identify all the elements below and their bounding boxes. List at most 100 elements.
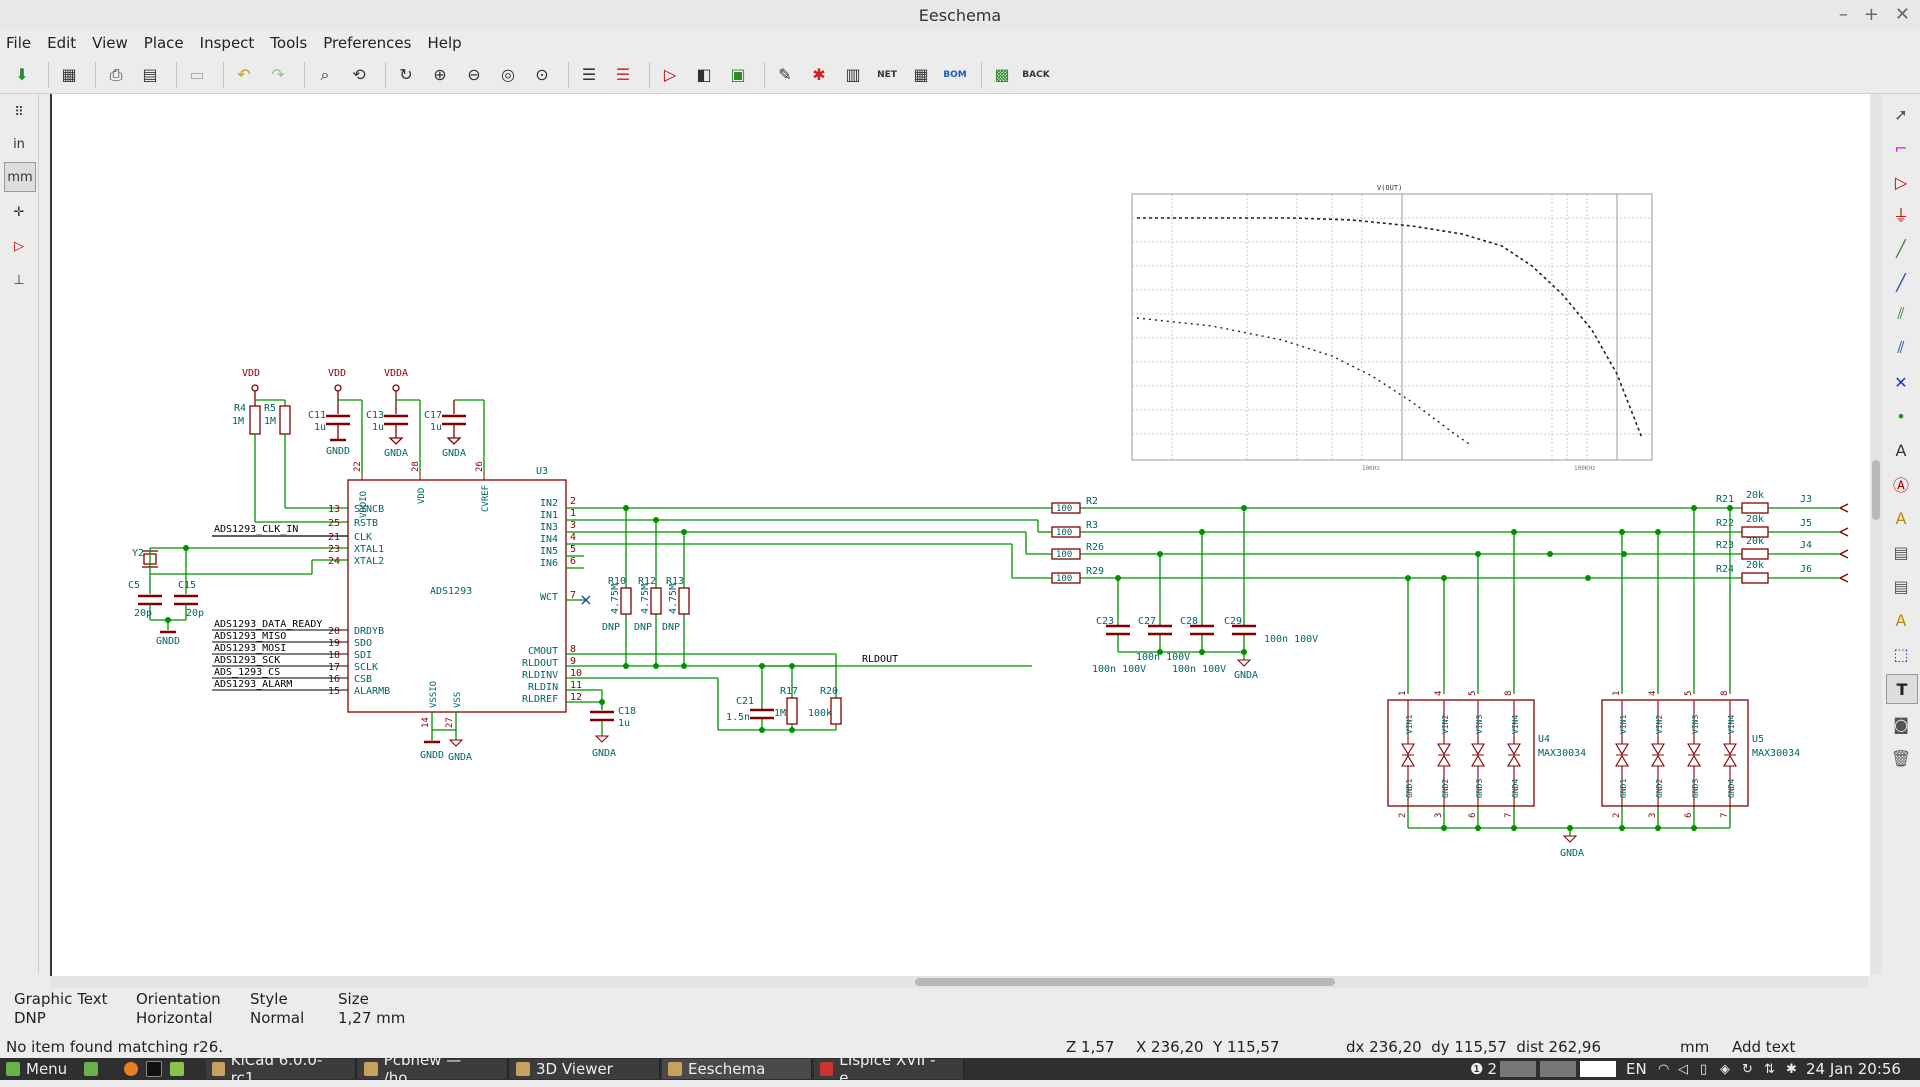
hidden-pins-icon[interactable]: ▷ xyxy=(14,238,24,254)
zoom-area-icon[interactable]: ⊙ xyxy=(535,65,549,84)
start-menu-button[interactable]: Menu xyxy=(0,1059,73,1079)
add-bus-entry-icon[interactable]: ⫽ xyxy=(1897,338,1905,357)
u3-pin-num: 2 xyxy=(570,496,576,507)
workspace-1[interactable] xyxy=(1500,1061,1536,1077)
grid-icon[interactable]: ⠿ xyxy=(14,104,24,120)
files-icon[interactable] xyxy=(164,1059,196,1079)
clock[interactable]: 24 Jan 20:56 xyxy=(1806,1060,1901,1078)
add-symbol-icon[interactable]: ▷ xyxy=(1894,172,1908,192)
firefox-icon[interactable] xyxy=(118,1059,150,1079)
add-sheet-pin-icon[interactable]: A xyxy=(1895,610,1907,630)
find-replace-icon[interactable]: ⟲ xyxy=(352,65,366,84)
taskbar-window-ltspice[interactable]: LTspice XVII - e... xyxy=(814,1051,964,1087)
add-wire-icon[interactable]: ╱ xyxy=(1896,238,1906,258)
vertical-scrollbar[interactable] xyxy=(1870,94,1882,974)
zoom-in-icon[interactable]: ⊕ xyxy=(433,65,447,84)
add-wire-entry-icon[interactable]: ⫽ xyxy=(1897,304,1905,323)
fields-editor-icon[interactable]: ▦ xyxy=(913,65,929,84)
menu-help[interactable]: Help xyxy=(427,34,462,52)
footprint-editor-icon[interactable]: ▣ xyxy=(730,65,746,84)
add-junction-icon[interactable]: • xyxy=(1896,406,1906,426)
highlight-net-icon[interactable]: ⌐ xyxy=(1894,138,1908,158)
terminal-icon[interactable] xyxy=(140,1059,174,1079)
taskbar-window-3d-viewer[interactable]: 3D Viewer xyxy=(510,1059,660,1079)
print-icon[interactable]: ⎙ xyxy=(109,64,123,84)
units-inch-button[interactable]: in xyxy=(13,136,25,152)
bleed-resistors: R10 R12 R13 4.75M 4.75M 4.75M DNP DNP DN… xyxy=(566,505,1032,730)
back-annotate-icon[interactable]: BACK xyxy=(1022,69,1050,80)
add-power-icon[interactable]: ⏚ xyxy=(1892,206,1909,225)
taskbar-window-eeschema[interactable]: Eeschema xyxy=(662,1059,812,1079)
assign-footprints-icon[interactable]: ▥ xyxy=(845,65,861,84)
net-label: ADS1293_MOSI xyxy=(214,643,286,654)
erc-icon[interactable]: ✱ xyxy=(812,65,826,84)
menu-file[interactable]: File xyxy=(6,34,32,52)
horizontal-scrollbar[interactable] xyxy=(50,976,1868,988)
schematic-canvas[interactable]: V(OUT) 10KHz 100KHz VDD R4 1M R5 1M VDD xyxy=(50,94,1870,976)
redo-icon[interactable]: ↷ xyxy=(271,65,285,84)
workspace-2[interactable] xyxy=(1540,1061,1576,1077)
schematic-setup-icon[interactable]: ▦ xyxy=(61,65,77,84)
keyboard-layout[interactable]: EN xyxy=(1626,1060,1647,1078)
cursor-crosshair-icon[interactable]: ✛ xyxy=(13,204,25,220)
refresh-icon[interactable]: ↻ xyxy=(399,65,413,84)
menu-view[interactable]: View xyxy=(92,34,128,52)
delete-icon[interactable]: 🗑 xyxy=(1890,748,1912,768)
save-icon[interactable]: ⬇ xyxy=(15,65,29,84)
no-connect-flag-icon[interactable]: ✕ xyxy=(1894,372,1908,392)
add-image-icon[interactable]: ◙ xyxy=(1893,714,1909,734)
add-label-icon[interactable]: A xyxy=(1895,440,1907,460)
annotate-icon[interactable]: ✎ xyxy=(778,65,792,84)
workspace-3[interactable] xyxy=(1580,1061,1616,1077)
menu-inspect[interactable]: Inspect xyxy=(199,34,255,52)
add-sheet-icon[interactable]: ▤ xyxy=(1893,542,1909,562)
menu-bar: File Edit View Place Inspect Tools Prefe… xyxy=(0,30,1920,56)
netlist-icon[interactable]: NET xyxy=(877,69,897,80)
import-sheet-pin-icon[interactable]: ▤ xyxy=(1893,576,1909,596)
u3-pin-name: DRDYB xyxy=(354,626,384,637)
update-icon[interactable]: ↻ xyxy=(1742,1061,1753,1077)
line-angle-icon[interactable]: ⊥ xyxy=(13,272,25,288)
menu-preferences[interactable]: Preferences xyxy=(323,34,412,52)
hierarchy-navigator-icon[interactable]: ☰ xyxy=(581,65,597,84)
undo-icon[interactable]: ↶ xyxy=(237,65,251,84)
network-icon[interactable]: ⇅ xyxy=(1764,1061,1775,1077)
paste-icon[interactable]: ▭ xyxy=(189,65,205,84)
menu-edit[interactable]: Edit xyxy=(47,34,77,52)
add-text-icon[interactable]: T xyxy=(1886,674,1918,704)
add-hier-label-icon[interactable]: A xyxy=(1895,508,1907,528)
taskbar-window-pcbnew[interactable]: Pcbnew — /ho... xyxy=(358,1051,508,1087)
menu-place[interactable]: Place xyxy=(143,34,184,52)
symbol-browser-icon[interactable]: ◧ xyxy=(696,65,712,84)
plot-icon[interactable]: ▤ xyxy=(142,65,158,84)
taskbar-window-label: Eeschema xyxy=(688,1060,766,1078)
add-global-label-icon[interactable]: Ⓐ xyxy=(1892,476,1909,495)
volume-icon[interactable]: ◁ xyxy=(1678,1061,1688,1077)
menu-tools[interactable]: Tools xyxy=(270,34,308,52)
battery-icon[interactable]: ▯ xyxy=(1700,1061,1708,1077)
close-icon[interactable]: ✕ xyxy=(1894,4,1910,25)
shield-icon[interactable]: ◈ xyxy=(1720,1061,1730,1077)
zoom-out-icon[interactable]: ⊖ xyxy=(467,65,481,84)
maximize-icon[interactable]: + xyxy=(1863,4,1879,25)
leave-sheet-icon[interactable]: ☰ xyxy=(615,65,631,84)
pcbnew-icon[interactable]: ▩ xyxy=(994,65,1010,84)
find-icon[interactable]: ⌕ xyxy=(320,64,330,84)
minimize-icon[interactable]: – xyxy=(1838,4,1848,25)
c18-ref: C18 xyxy=(618,706,636,717)
c23-value: 100n 100V xyxy=(1092,664,1146,675)
taskbar-window-kicad[interactable]: KiCad 6.0.0-rc1... xyxy=(206,1051,356,1087)
add-graphic-line-icon[interactable]: ⬚ xyxy=(1893,644,1909,664)
units-mm-button[interactable]: mm xyxy=(4,162,36,192)
bluetooth-icon[interactable]: ✱ xyxy=(1786,1061,1797,1077)
bom-icon[interactable]: BOM xyxy=(943,69,967,80)
symbol-editor-icon[interactable]: ▷ xyxy=(663,65,677,84)
u3-ads1293[interactable]: U3 ADS1293 22 28 26 VDDIO VDD CVREF 13 2… xyxy=(328,461,582,763)
r26-ref: R26 xyxy=(1086,542,1104,553)
wifi-icon[interactable]: ◠ xyxy=(1658,1061,1670,1077)
show-desktop-icon[interactable] xyxy=(78,1059,110,1079)
add-bus-icon[interactable]: ╱ xyxy=(1896,272,1906,292)
zoom-fit-icon[interactable]: ◎ xyxy=(501,65,515,84)
select-arrow-icon[interactable]: ➚ xyxy=(1894,104,1908,124)
